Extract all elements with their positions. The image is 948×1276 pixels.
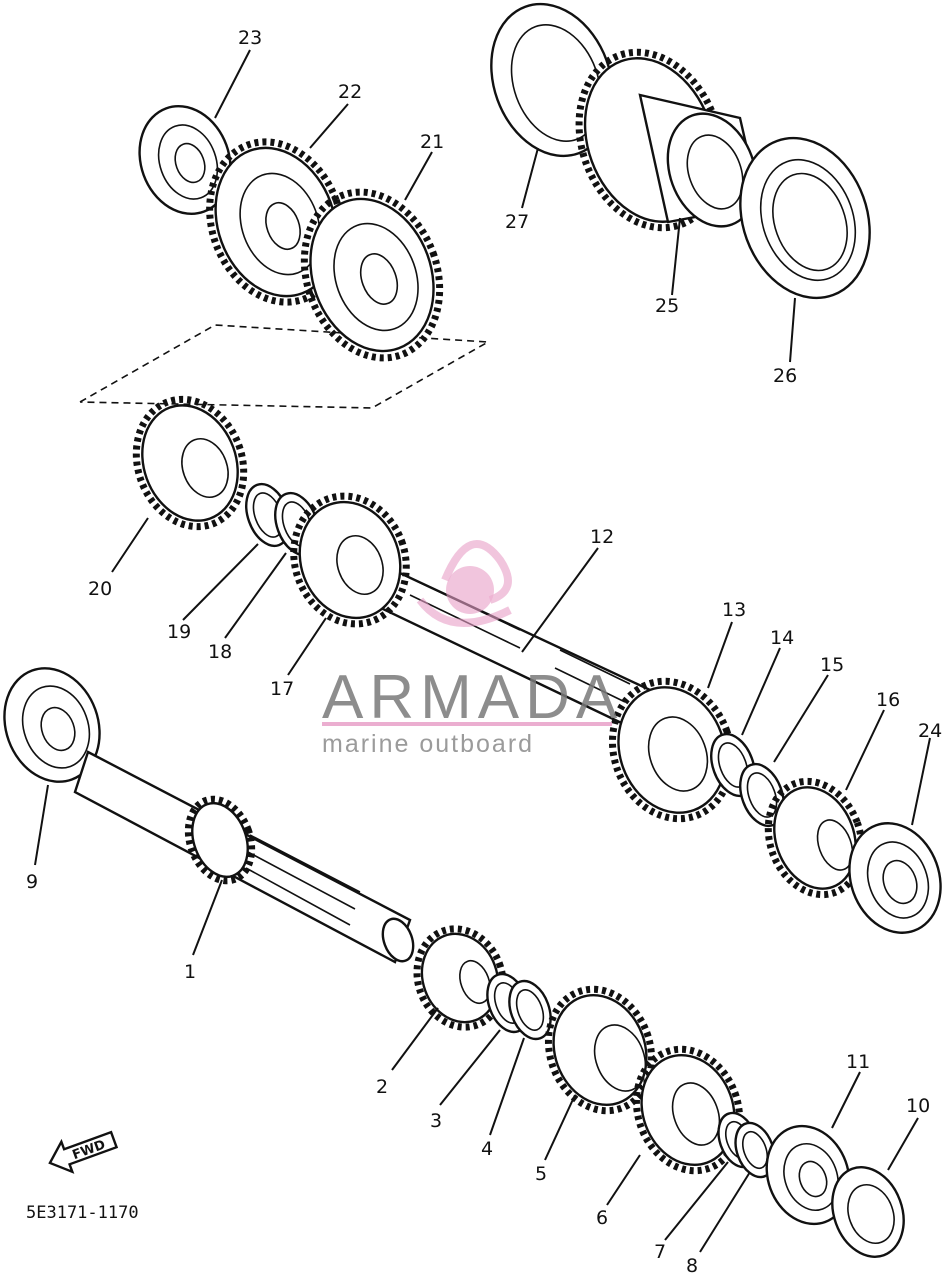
- leader-12: [521, 547, 599, 653]
- callout-numbers: 23 22 21 27 25 26 20 19 18 17 12 13 14 1…: [26, 27, 942, 1276]
- leader-27: [521, 147, 539, 209]
- leader-13: [707, 621, 733, 689]
- callout-21: 21: [420, 131, 444, 153]
- part-ring-15: [739, 762, 785, 828]
- leader-14: [741, 647, 781, 736]
- leader-9: [34, 784, 49, 866]
- leader-8: [699, 1171, 751, 1253]
- callout-8: 8: [686, 1255, 698, 1276]
- leader-18: [224, 552, 287, 639]
- leader-25: [671, 217, 681, 296]
- callout-19: 19: [167, 621, 191, 643]
- leader-2: [391, 1007, 439, 1071]
- part-gear-13: [608, 677, 736, 823]
- part-gear-2: [413, 925, 507, 1031]
- callout-27: 27: [505, 211, 529, 233]
- leader-21: [404, 151, 433, 201]
- part-bearing-27: [490, 2, 614, 158]
- part-gear-5: [544, 985, 656, 1115]
- leader-22: [309, 103, 349, 149]
- leader-16: [845, 709, 885, 791]
- part-gear-17: [290, 492, 410, 628]
- part-bearing-23: [138, 104, 232, 216]
- part-bearing-11: [765, 1124, 851, 1226]
- callout-2: 2: [376, 1076, 388, 1098]
- callout-18: 18: [208, 641, 232, 663]
- part-gear-21: [300, 188, 444, 362]
- callout-7: 7: [654, 1241, 666, 1263]
- part-gear-6: [632, 1045, 744, 1175]
- callout-3: 3: [430, 1110, 442, 1132]
- callout-12: 12: [590, 526, 614, 548]
- leader-20: [111, 517, 149, 573]
- leader-lines: [34, 49, 931, 1253]
- leader-17: [287, 617, 327, 676]
- callout-24: 24: [918, 720, 942, 742]
- assembly-outline: [79, 324, 491, 409]
- callout-15: 15: [820, 654, 844, 676]
- callout-6: 6: [596, 1207, 608, 1229]
- callout-26: 26: [773, 365, 797, 387]
- watermark-underline: [322, 722, 612, 726]
- callout-10: 10: [906, 1095, 930, 1117]
- watermark-logo-icon: [416, 540, 512, 627]
- part-seal-10: [831, 1166, 905, 1258]
- leader-3: [439, 1029, 501, 1106]
- callout-9: 9: [26, 871, 38, 893]
- part-shaft-1: [73, 750, 415, 964]
- leader-5: [544, 1094, 576, 1161]
- part-gear-20: [132, 395, 248, 531]
- part-bearing-9: [3, 667, 101, 783]
- part-number: 5E3171-1170: [26, 1203, 139, 1223]
- part-gear-25: [575, 48, 762, 232]
- callout-22: 22: [338, 81, 362, 103]
- part-bearing-24: [848, 822, 942, 934]
- callout-4: 4: [481, 1138, 493, 1160]
- callout-17: 17: [270, 678, 294, 700]
- leader-26: [789, 297, 796, 363]
- callout-25: 25: [655, 295, 679, 317]
- leader-24: [911, 737, 931, 826]
- leader-10: [887, 1117, 919, 1171]
- leader-23: [214, 49, 251, 119]
- leader-6: [606, 1154, 641, 1206]
- callout-5: 5: [535, 1163, 547, 1185]
- leader-7: [664, 1161, 729, 1241]
- callout-1: 1: [184, 961, 196, 983]
- watermark: ARMADA marine outboard: [322, 540, 623, 758]
- leader-1: [192, 879, 223, 956]
- callout-13: 13: [722, 599, 746, 621]
- fwd-arrow: FWD: [48, 1130, 119, 1174]
- callout-16: 16: [876, 689, 900, 711]
- part-bearing-26: [739, 136, 871, 300]
- callout-14: 14: [770, 627, 794, 649]
- callout-23: 23: [238, 27, 262, 49]
- leader-15: [773, 674, 829, 763]
- watermark-brand: ARMADA: [322, 663, 623, 732]
- leader-19: [182, 543, 259, 621]
- leader-4: [489, 1037, 525, 1136]
- callout-11: 11: [846, 1051, 870, 1073]
- callout-20: 20: [88, 578, 112, 600]
- leader-11: [831, 1071, 861, 1129]
- watermark-tagline: marine outboard: [322, 730, 534, 758]
- part-ring-4: [508, 979, 552, 1041]
